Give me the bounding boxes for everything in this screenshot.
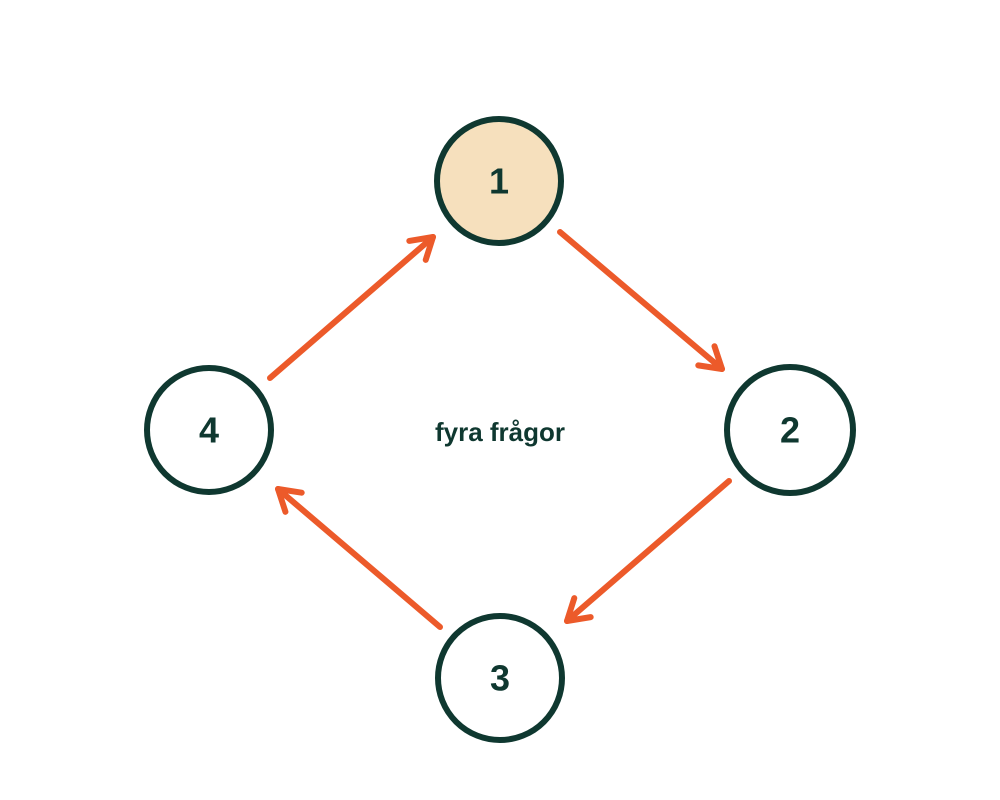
arrow-n4-to-n1 bbox=[267, 234, 436, 381]
node-3: 3 bbox=[435, 613, 565, 743]
node-circle-highlighted bbox=[434, 116, 564, 246]
node-circle bbox=[435, 613, 565, 743]
arrow-head bbox=[695, 343, 725, 372]
arrow-n2-to-n3 bbox=[564, 478, 732, 624]
arrow-head bbox=[406, 234, 436, 263]
node-1: 1 bbox=[434, 116, 564, 246]
arrow-shaft bbox=[267, 234, 436, 381]
arrow-n1-to-n2 bbox=[557, 229, 725, 372]
arrow-shaft bbox=[557, 229, 725, 372]
arrow-n3-to-n4 bbox=[275, 486, 443, 630]
edges-layer bbox=[267, 229, 732, 630]
node-label: 2 bbox=[780, 410, 800, 451]
arrow-head bbox=[564, 595, 594, 624]
node-circle bbox=[724, 364, 856, 496]
node-4: 4 bbox=[144, 365, 274, 495]
nodes-layer: 1 2 3 4 bbox=[144, 116, 856, 743]
node-label: 1 bbox=[489, 161, 509, 202]
arrow-shaft bbox=[275, 486, 443, 630]
node-circle bbox=[144, 365, 274, 495]
node-label: 3 bbox=[490, 658, 510, 699]
node-2: 2 bbox=[724, 364, 856, 496]
arrow-shaft bbox=[564, 478, 732, 624]
center-label: fyra frågor bbox=[435, 417, 565, 447]
node-label: 4 bbox=[199, 410, 219, 451]
arrow-head bbox=[275, 486, 305, 515]
